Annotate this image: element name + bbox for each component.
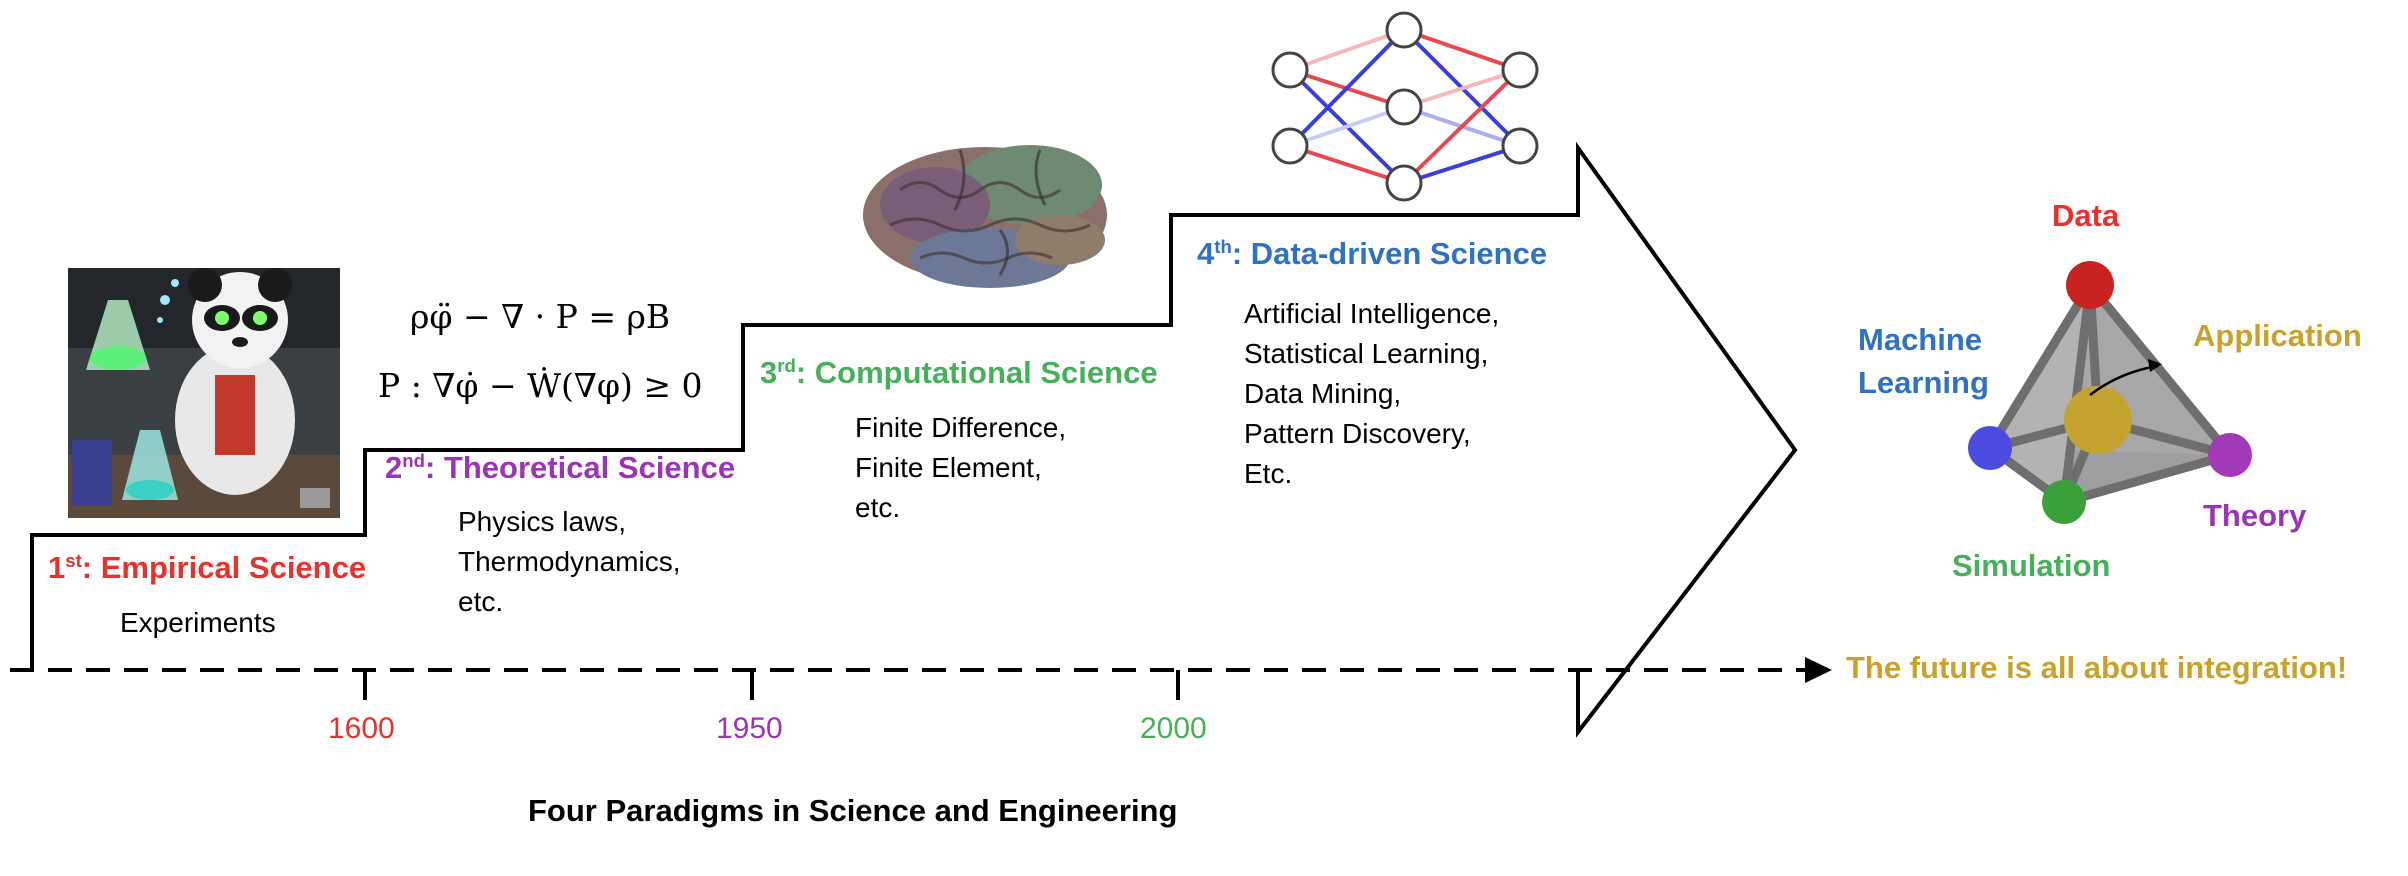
node-machine-learning: [1968, 426, 2012, 470]
node-application: [2064, 386, 2132, 454]
neural-network-image: [1271, 11, 1539, 202]
paradigm-4-heading: 4th: Data-driven Science: [1197, 235, 1548, 271]
paradigm-2-heading: 2nd: Theoretical Science: [385, 449, 736, 485]
year-1600: 1600: [328, 712, 395, 745]
panda-scientist-image: [68, 268, 340, 518]
timeline-arrowhead: [1805, 657, 1832, 683]
paradigm-4-details: Artificial Intelligence, Statistical Lea…: [1244, 298, 1500, 489]
staircase-arrow: [30, 141, 1798, 738]
paradigm-3-details: Finite Difference, Finite Element, etc.: [855, 412, 1067, 523]
paradigm-2-details: Physics laws, Thermodynamics, etc.: [458, 506, 681, 617]
label-simulation: Simulation: [1952, 548, 2111, 583]
paradigm-1-details: Experiments: [120, 607, 276, 638]
label-machine-learning-line1: Machine: [1858, 322, 1983, 357]
paradigm-3-heading: 3rd: Computational Science: [760, 354, 1158, 390]
year-1950: 1950: [716, 712, 783, 745]
paradigm-1-heading: 1st: Empirical Science: [48, 549, 367, 585]
label-theory: Theory: [2203, 498, 2307, 533]
integration-tetrahedron: [1968, 261, 2252, 524]
label-machine-learning-line2: Learning: [1858, 365, 1989, 400]
figure-caption: Four Paradigms in Science and Engineerin…: [528, 793, 1178, 828]
label-application: Application: [2193, 318, 2362, 353]
node-simulation: [2042, 480, 2086, 524]
equation-2: P : ∇φ̇ − Ẇ(∇φ) ≥ 0: [378, 366, 703, 405]
node-data: [2066, 261, 2114, 309]
future-text: The future is all about integration!: [1846, 650, 2348, 685]
label-data: Data: [2052, 198, 2120, 233]
equation-1: ρφ̈ − ∇ · P = ρB: [410, 297, 671, 336]
brain-image: [863, 145, 1107, 288]
node-theory: [2208, 433, 2252, 477]
year-2000: 2000: [1140, 712, 1207, 745]
